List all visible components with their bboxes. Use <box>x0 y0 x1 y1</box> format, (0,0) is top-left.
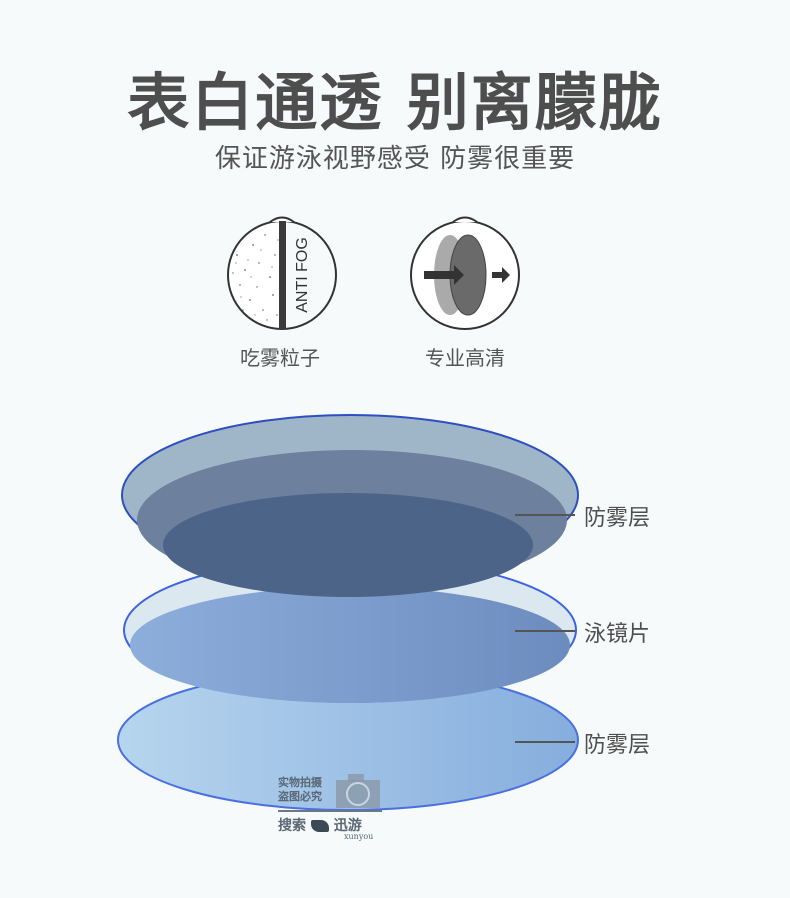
feature-hd: 专业高清 <box>395 215 535 371</box>
watermark: 实物拍摄 盗图必究 搜索 迅游 xunyou <box>278 772 388 841</box>
feature-label: 专业高清 <box>425 346 505 370</box>
camera-icon <box>336 774 380 808</box>
layer-label-middle: 泳镜片 <box>584 622 651 647</box>
page-subtitle: 保证游泳视野感受 防雾很重要 <box>214 144 576 174</box>
layer-label-bottom: 防雾层 <box>584 733 651 758</box>
hd-lens-icon <box>410 216 520 330</box>
leader-line <box>515 741 575 743</box>
feature-label: 吃雾粒子 <box>240 346 320 370</box>
anti-fog-text: ANTI FOG <box>294 237 311 313</box>
anti-fog-particle-icon: ANTI FOG <box>227 216 337 330</box>
leader-line <box>515 514 575 516</box>
leader-line <box>515 630 575 632</box>
brand-logo-icon <box>310 820 329 832</box>
feature-anti-fog: ANTI FOG 吃雾粒子 <box>210 215 350 371</box>
page-title: 表白通透 别离朦胧 <box>127 66 663 139</box>
lens-stack-illustration <box>117 414 579 811</box>
layer-label-top: 防雾层 <box>584 506 651 531</box>
